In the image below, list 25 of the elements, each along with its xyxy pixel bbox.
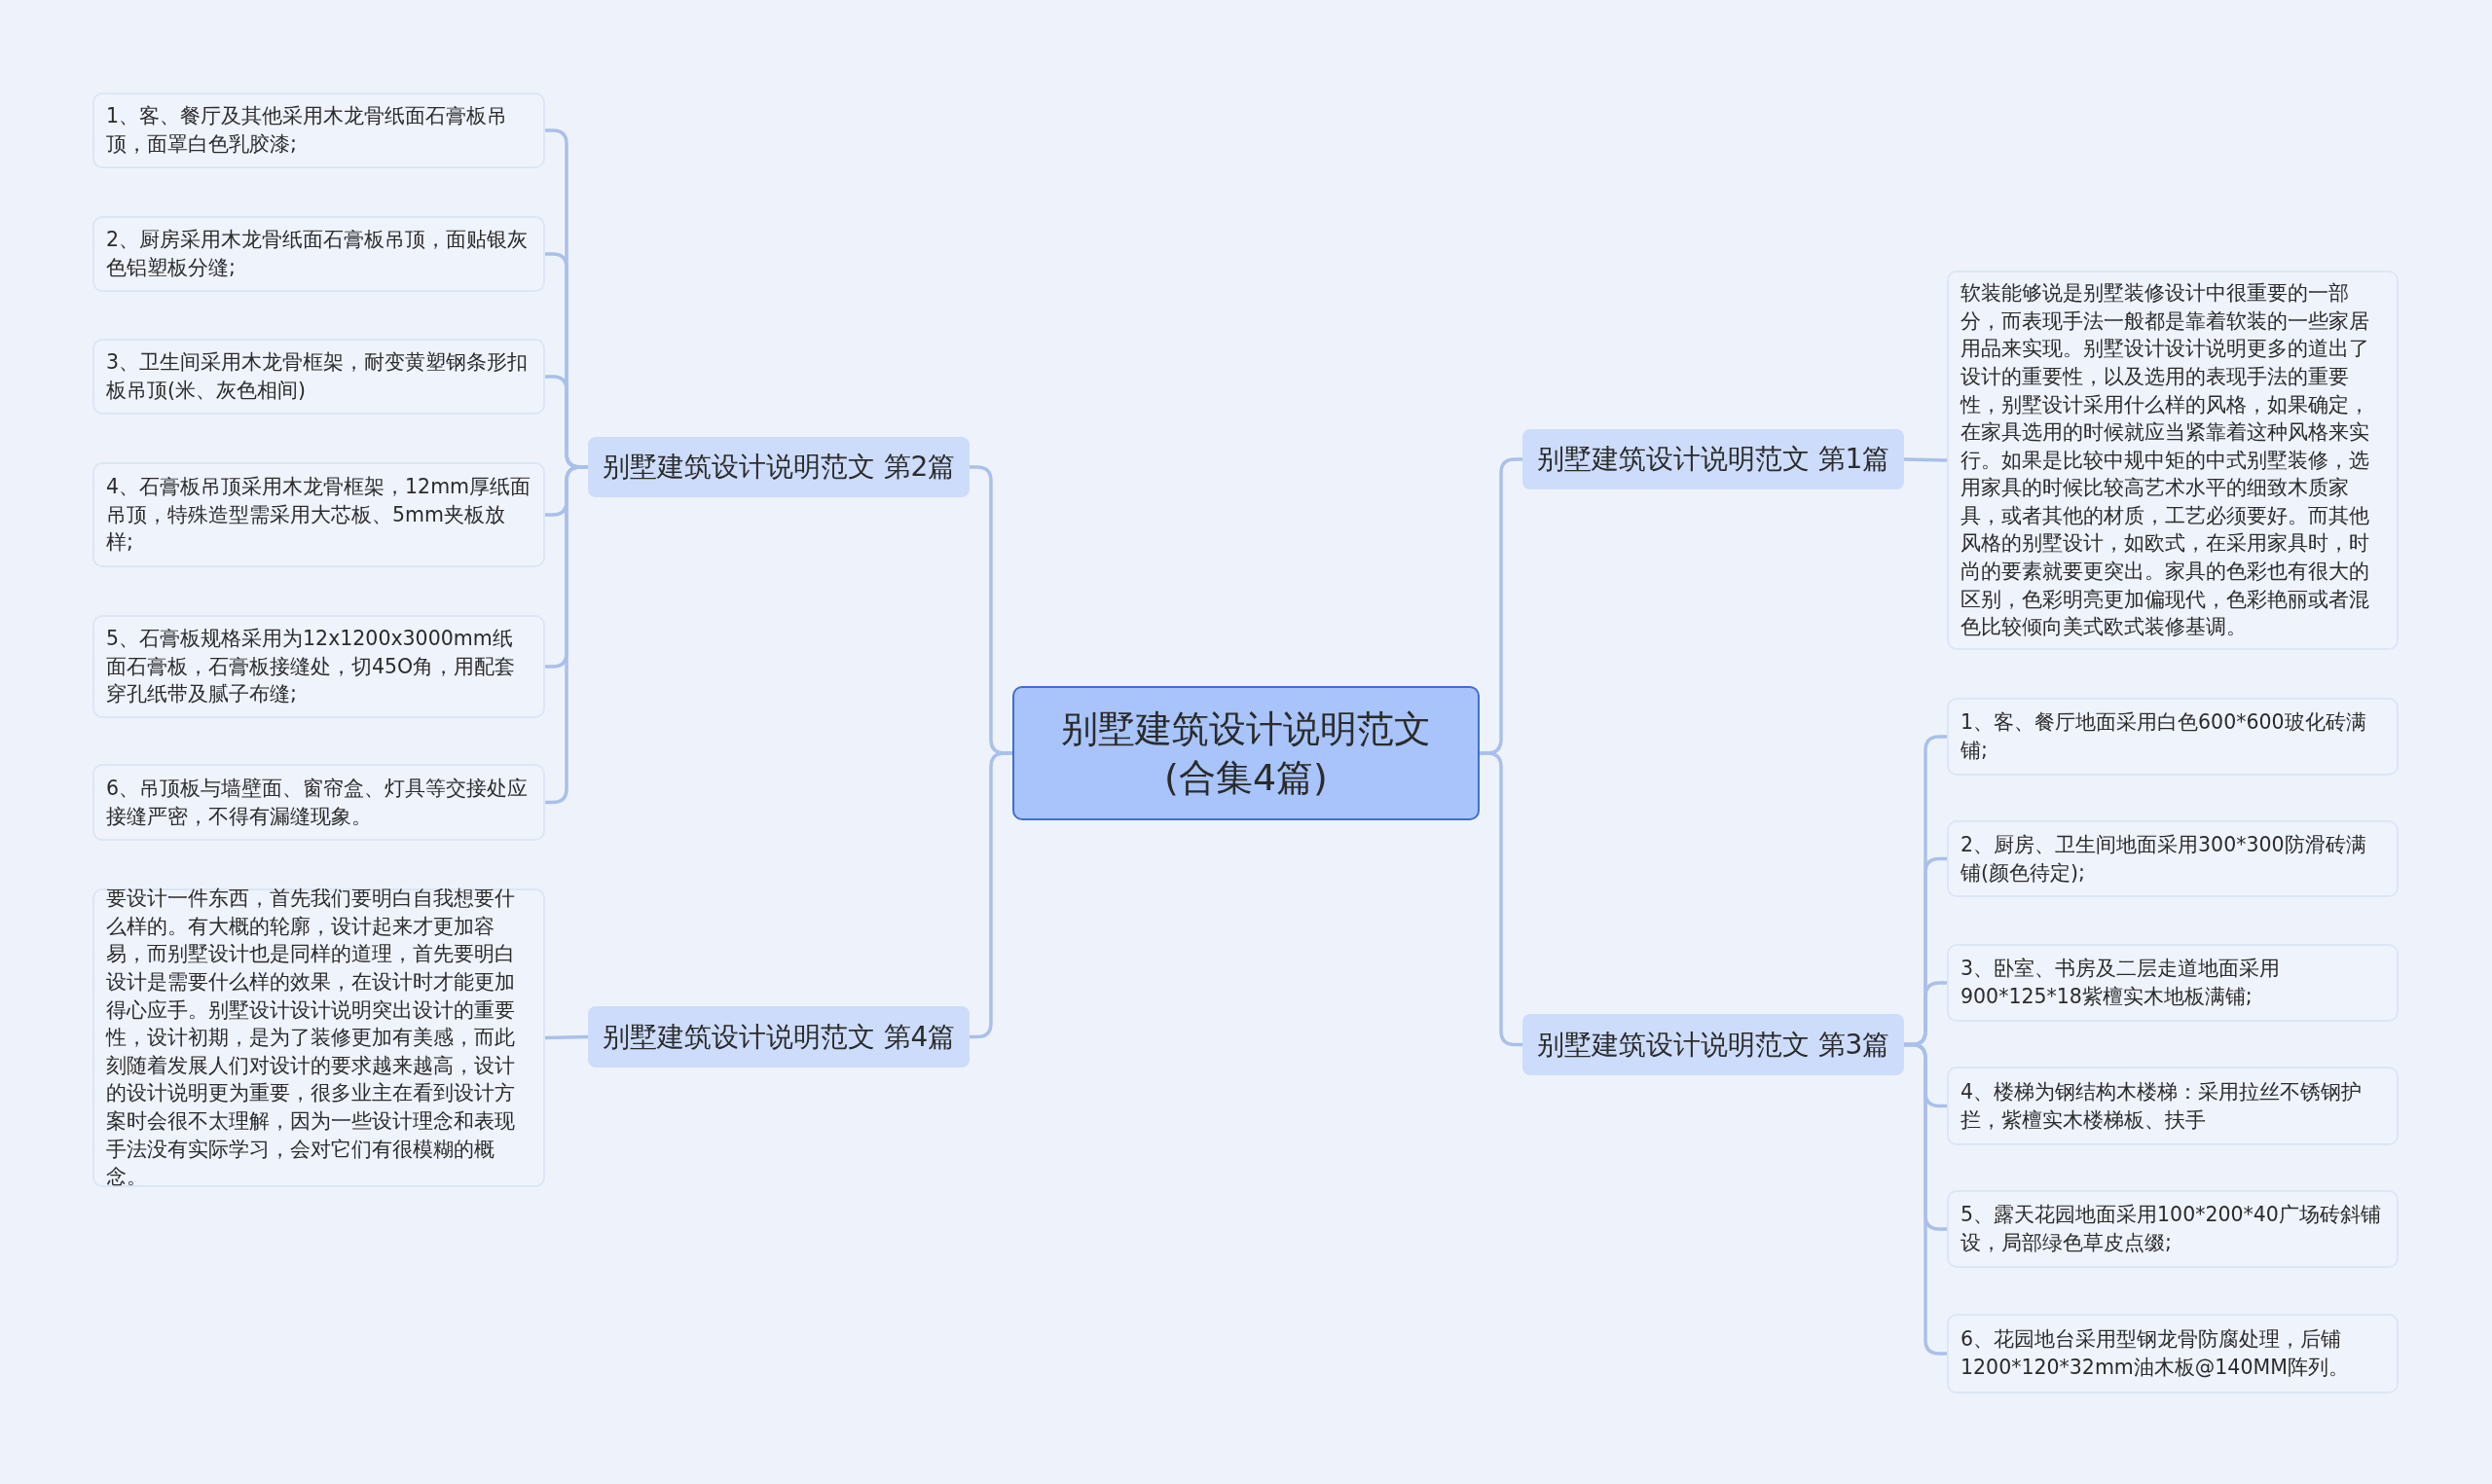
note-box: 4、石膏板吊顶采用木龙骨框架，12mm厚纸面吊顶，特殊造型需采用大芯板、5mm夹板放样; xyxy=(92,462,545,567)
note-box: 2、厨房、卫生间地面采用300*300防滑砖满铺(颜色待定); xyxy=(1947,820,2399,897)
note-box: 5、露天花园地面采用100*200*40广场砖斜铺设，局部绿色草皮点缀; xyxy=(1947,1190,2399,1268)
note-box: 1、客、餐厅及其他采用木龙骨纸面石膏板吊顶，面罩白色乳胶漆; xyxy=(92,92,545,168)
note-box: 4、楼梯为钢结构木楼梯：采用拉丝不锈钢护拦，紫檀实木楼梯板、扶手 xyxy=(1947,1067,2399,1145)
note-box: 要设计一件东西，首先我们要明白自我想要什么样的。有大概的轮廓，设计起来才更加容易，而别墅设计也是同样的道理，首先要明白设计是需要什么样的效果，在设计时才能更加得心应手。别墅设计设计说明突出设计的重要性，设计初期，是为了装修更加有美感，而此刻随着发展人们对设计的要求越来越高，设计的设计说明更为重要，很多业主在看到设计方案时会很不太理解，因为一些设计理念和表现手法没有实际学习，会对它们有很模糊的概念。 xyxy=(92,888,545,1187)
branch-box: 别墅建筑设计说明范文 第3篇 xyxy=(1522,1014,1904,1075)
connector-line xyxy=(544,1034,589,1040)
note-box: 2、厨房采用木龙骨纸面石膏板吊顶，面贴银灰色铝塑板分缝; xyxy=(92,216,545,292)
connector-line xyxy=(545,465,588,805)
connector-line xyxy=(1904,1042,1947,1356)
note-box: 3、卫生间采用木龙骨框架，耐变黄塑钢条形扣板吊顶(米、灰色相间) xyxy=(92,339,545,415)
note-box: 5、石膏板规格采用为12x1200x3000mm纸面石膏板，石膏板接缝处，切45O角，用配套穿孔纸带及腻子布缝; xyxy=(92,615,545,718)
topic-box: 别墅建筑设计说明范文(合集4篇) xyxy=(1012,686,1480,820)
connector-line xyxy=(1903,457,1948,462)
connector-line xyxy=(970,751,1012,1039)
note-box: 6、吊顶板与墙壁面、窗帘盒、灯具等交接处应接缝严密，不得有漏缝现象。 xyxy=(92,764,545,841)
branch-box: 别墅建筑设计说明范文 第2篇 xyxy=(588,437,970,497)
note-box: 软装能够说是别墅装修设计中很重要的一部分，而表现手法一般都是靠着软装的一些家居用品来实现。别墅设计设计说明更多的道出了设计的重要性，以及选用的表现手法的重要性，别墅设计采用什么样的风格，如果确定，在家具选用的时候就应当紧靠着这种风格来实行。如果是比较中规中矩的中式别墅装修，选用家具的时候比较高艺术水平的细致木质家具，或者其他的材质，工艺必须要好。而其他风格的别墅设计，如欧式，在采用家具时，时尚的要素就要更突出。家具的色彩也有很大的区别，色彩明亮更加偏现代，色彩艳丽或者混色比较倾向美式欧式装修基调。 xyxy=(1947,271,2399,650)
connector-line xyxy=(1480,751,1522,1047)
branch-box: 别墅建筑设计说明范文 第1篇 xyxy=(1522,429,1904,489)
note-box: 1、客、餐厅地面采用白色600*600玻化砖满铺; xyxy=(1947,698,2399,776)
branch-box: 别墅建筑设计说明范文 第4篇 xyxy=(588,1006,970,1068)
note-box: 3、卧室、书房及二层走道地面采用900*125*18紫檀实木地板满铺; xyxy=(1947,944,2399,1022)
note-box: 6、花园地台采用型钢龙骨防腐处理，后铺1200*120*32mm油木板@140MM阵列。 xyxy=(1947,1314,2399,1394)
